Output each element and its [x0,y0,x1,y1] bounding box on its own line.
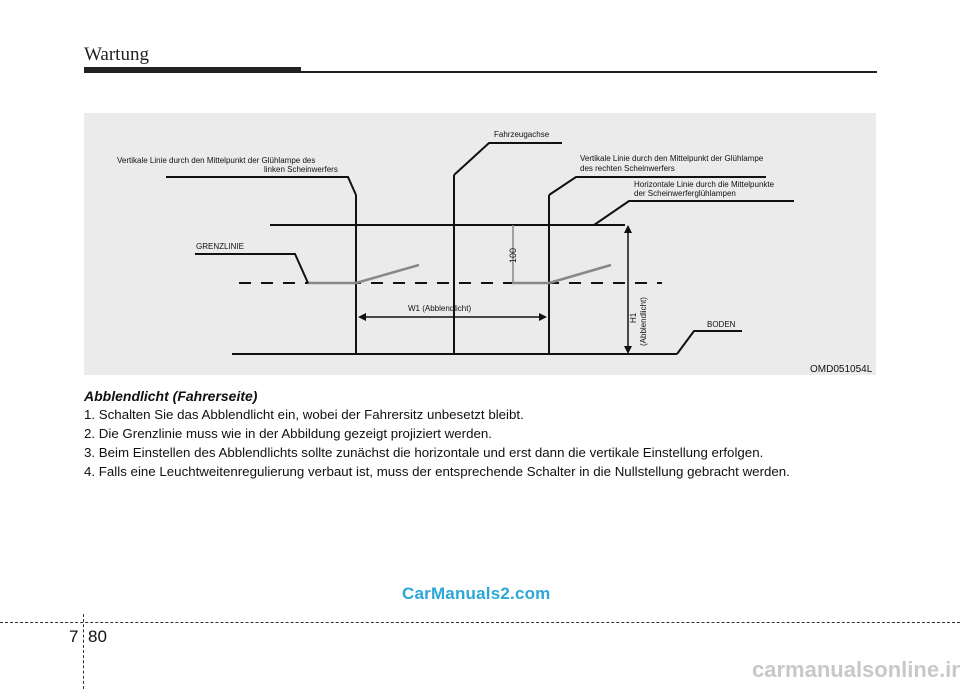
leader-horizontal [593,200,794,226]
headlight-aiming-diagram: 100 W1 (Abblendlicht) H1 (Abblendlicht) … [84,113,876,375]
label-vertical-left-2: linken Scheinwerfers [264,165,338,174]
page-number: 80 [88,627,107,646]
label-horizontal-2: der Scheinwerferglühlampen [634,189,736,198]
header-rule-thick [84,67,301,73]
height-label-2: (Abblendlicht) [639,297,648,346]
instruction-step-4: 4. Falls eine Leuchtweitenregulierung ve… [84,464,790,479]
leader-cutoff [195,253,309,284]
offset-label: 100 [508,248,518,263]
height-arrow-top [624,225,632,233]
width-arrow-right [539,313,547,321]
instruction-list: 1. Schalten Sie das Abblendlicht ein, wo… [84,405,884,481]
label-horizontal: Horizontale Linie durch die Mittelpunkte [634,180,775,189]
leader-vehicle-axis [453,142,562,176]
figure-code: OMD051054L [810,364,873,375]
leader-vertical-right [548,176,766,196]
height-label-1: H1 [629,312,638,323]
instruction-step-3: 3. Beim Einstellen des Abblendlichts sol… [84,445,764,460]
instruction-step-2: 2. Die Grenzlinie muss wie in der Abbild… [84,426,492,441]
footer-site-watermark: carmanualsonline.info [752,657,960,682]
cutoff-left-rise [355,263,420,285]
section-heading: Abblendlicht (Fahrerseite) [84,388,258,404]
label-vertical-right-2: des rechten Scheinwerfers [580,164,675,173]
label-vertical-left: Vertikale Linie durch den Mittelpunkt de… [117,156,315,165]
diagram-canvas: 100 W1 (Abblendlicht) H1 (Abblendlicht) … [117,130,873,375]
label-vehicle-axis: Fahrzeugachse [494,130,550,139]
label-ground: BODEN [707,320,736,329]
leader-vertical-left [166,176,357,196]
page-header-title: Wartung [84,44,149,65]
label-cutoff: GRENZLINIE [196,242,244,251]
cutoff-right-rise [548,263,612,285]
watermark-link[interactable]: CarManuals2.com [402,584,551,603]
width-label: W1 (Abblendlicht) [408,304,471,313]
leader-ground [676,330,742,355]
instruction-step-1: 1. Schalten Sie das Abblendlicht ein, wo… [84,407,524,422]
footer-vertical-rule [83,614,84,689]
height-arrow-bottom [624,346,632,354]
chapter-number: 7 [69,627,79,646]
width-arrow-left [358,313,366,321]
footer-dashed-rule [0,622,960,623]
label-vertical-right: Vertikale Linie durch den Mittelpunkt de… [580,154,764,163]
header-rule-thin [301,71,877,73]
